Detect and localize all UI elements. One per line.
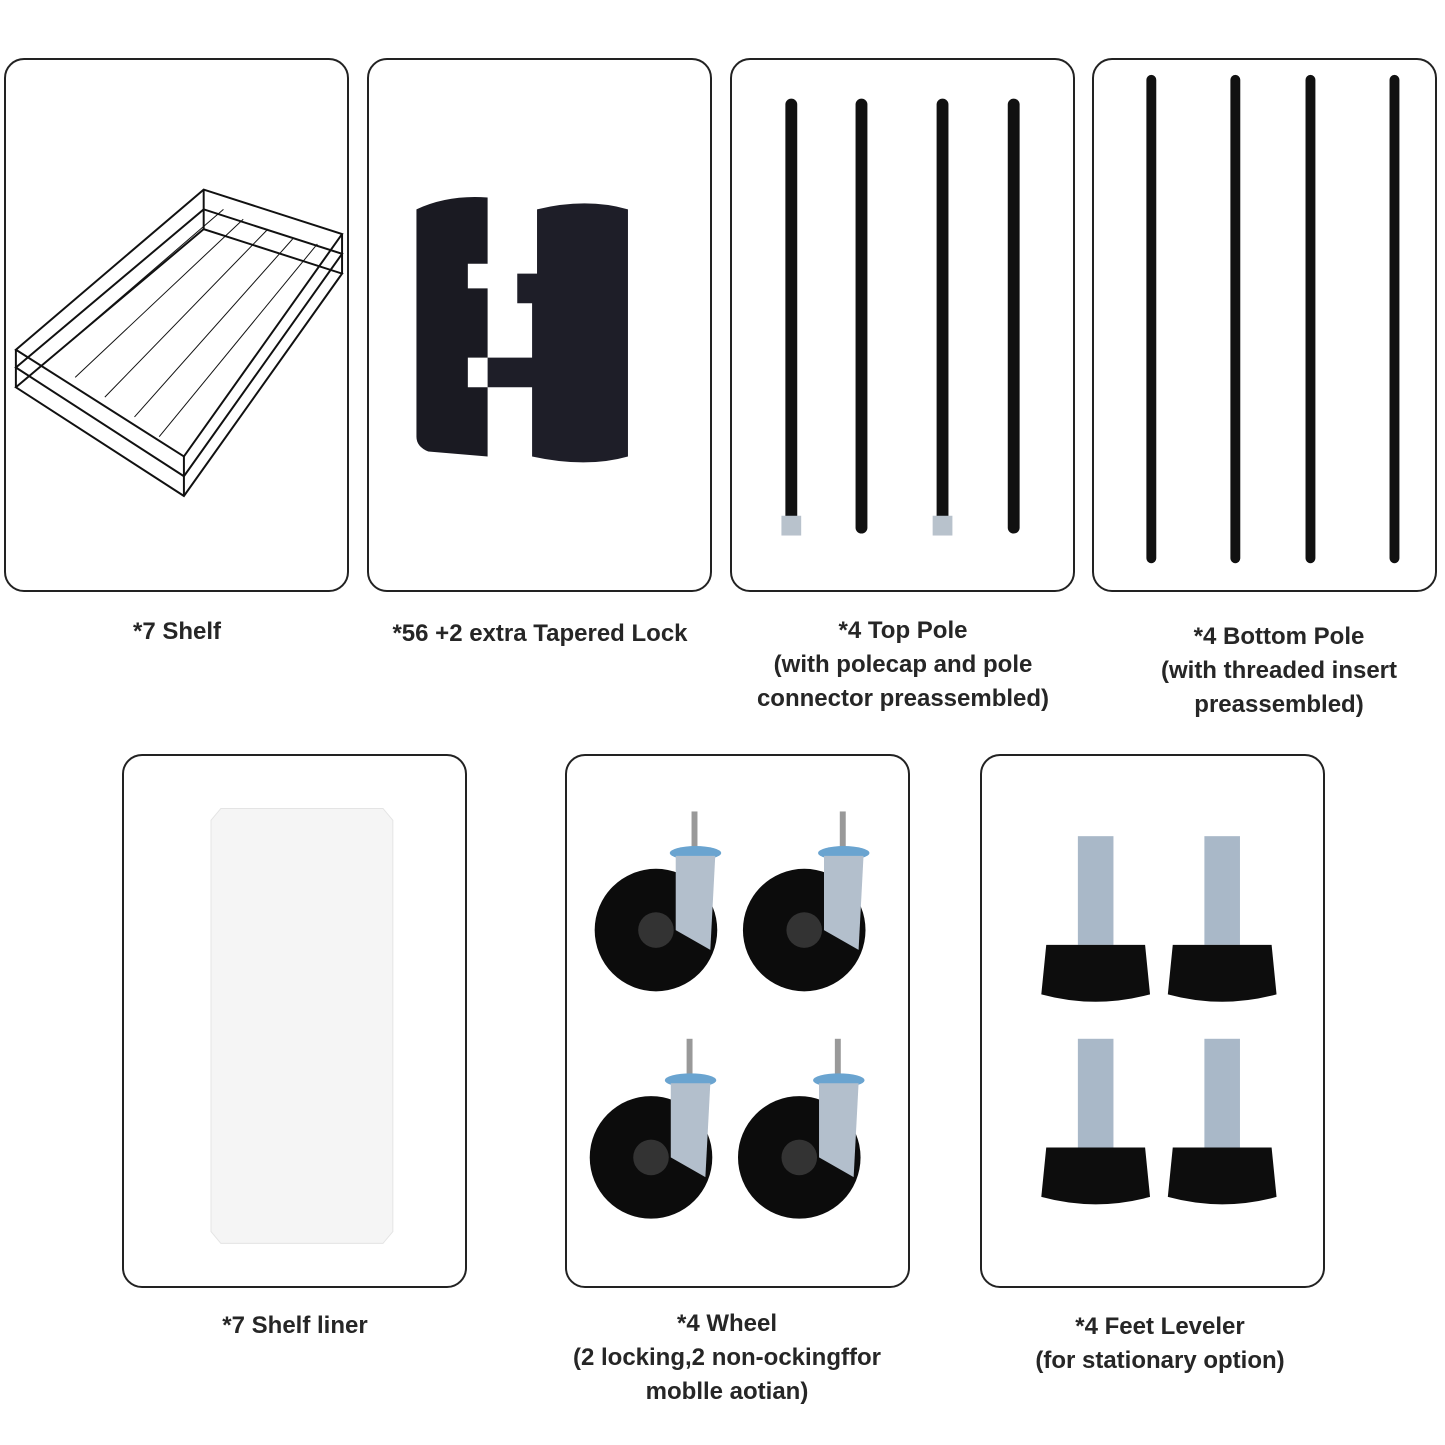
caption-line: (with threaded insert <box>1160 657 1398 684</box>
caption-line: preassembled) <box>1194 691 1364 718</box>
feet-levelers-image <box>1041 836 1277 1205</box>
caption-line: *4 Bottom Pole <box>1193 623 1365 650</box>
wheel-panel <box>565 754 910 1288</box>
caption-line: *7 Shelf <box>132 618 222 645</box>
caption-line: (2 locking,2 non-ockingffor <box>572 1344 881 1371</box>
shelf-liner-caption: *7 Shelf liner <box>95 1309 495 1343</box>
caption-line: moblle aotian) <box>645 1378 809 1405</box>
feet-leveler-caption: *4 Feet Leveler (for stationary option) <box>960 1310 1360 1378</box>
shelf-panel <box>4 58 349 592</box>
caption-line: *4 Wheel <box>676 1310 778 1337</box>
top-pole-panel <box>730 58 1075 592</box>
caption-line: *4 Feet Leveler <box>1075 1313 1245 1340</box>
caption-line: (for stationary option) <box>1035 1347 1285 1374</box>
bottom-pole-panel <box>1092 58 1437 592</box>
tapered-lock-panel <box>367 58 712 592</box>
shelf-liner-image <box>210 807 394 1244</box>
tapered-lock-caption: *56 +2 extra Tapered Lock <box>340 617 740 651</box>
tapered-lock-image <box>416 197 628 463</box>
top-pole-caption: *4 Top Pole (with polecap and pole conne… <box>703 614 1103 716</box>
bottom-poles-image <box>1146 74 1400 564</box>
shelf-liner-panel <box>122 754 467 1288</box>
wire-shelf-image <box>14 188 344 498</box>
feet-leveler-panel <box>980 754 1325 1288</box>
wheel-caption: *4 Wheel (2 locking,2 non-ockingffor mob… <box>527 1307 927 1409</box>
caption-line: *7 Shelf liner <box>222 1312 368 1339</box>
shelf-caption: *7 Shelf <box>0 615 377 649</box>
caster-wheels-image <box>589 811 870 1219</box>
caption-line: *56 +2 extra Tapered Lock <box>392 620 688 647</box>
caption-line: *4 Top Pole <box>838 617 968 644</box>
bottom-pole-caption: *4 Bottom Pole (with threaded insert pre… <box>1079 620 1445 722</box>
top-poles-image <box>781 98 1020 536</box>
caption-line: connector preassembled) <box>756 685 1050 712</box>
caption-line: (with polecap and pole <box>773 651 1033 678</box>
